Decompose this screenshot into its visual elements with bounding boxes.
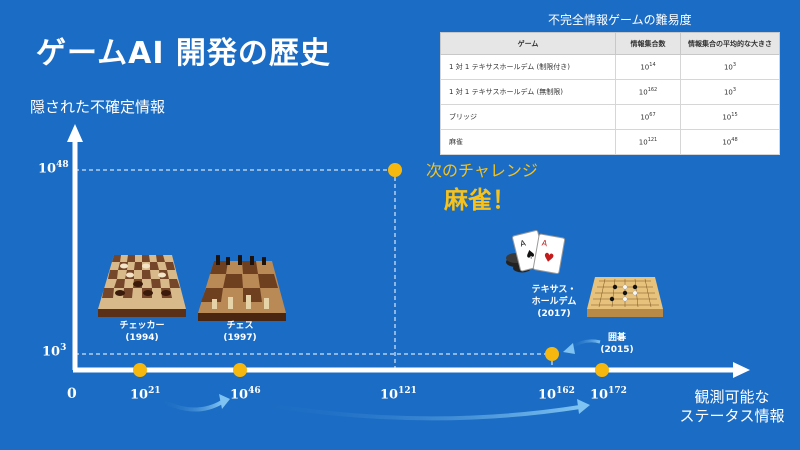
- table-row: 1 対 1 テキサスホールデム (制限付き) 1014 103: [440, 54, 780, 80]
- table-cell-avg-size: 103: [680, 79, 780, 105]
- svg-text:A: A: [519, 238, 527, 248]
- table-cell-game: 1 対 1 テキサスホールデム (制限付き): [440, 54, 616, 80]
- table-row: ブリッジ 1067 1015: [440, 104, 780, 130]
- chess-board-image: [198, 255, 286, 321]
- x-tick-label: 10172: [590, 386, 627, 403]
- marker-mahjong: [388, 163, 402, 177]
- marker-x46: [233, 363, 247, 377]
- table-cell-info-sets: 1067: [615, 104, 681, 130]
- y-axis-arrowhead: [67, 124, 83, 142]
- progress-arrow-1-head: [219, 394, 230, 409]
- table-header-avg-size: 情報集合の平均的な大きさ: [680, 32, 780, 55]
- marker-x172: [595, 363, 609, 377]
- table-cell-avg-size: 1048: [680, 129, 780, 155]
- y-tick-label: 103: [42, 343, 67, 360]
- x-axis-label: 観測可能な ステータス情報: [672, 388, 792, 426]
- go-board-image: [587, 277, 663, 317]
- table-row: 1 対 1 テキサスホールデム (無制限) 10162 103: [440, 79, 780, 105]
- table-header-row: ゲーム 情報集合数 情報集合の平均的な大きさ: [440, 32, 780, 55]
- x-tick-label: 10121: [380, 386, 417, 403]
- challenge-mahjong: 麻雀！: [444, 186, 516, 214]
- game-label-chess: チェス(1997): [223, 321, 257, 343]
- table-cell-info-sets: 1014: [615, 54, 681, 80]
- difficulty-table: ゲーム 情報集合数 情報集合の平均的な大きさ 1 対 1 テキサスホールデム (…: [440, 32, 780, 155]
- checkers-board-image: [98, 255, 186, 317]
- table-cell-avg-size: 1015: [680, 104, 780, 130]
- marker-x21: [133, 363, 147, 377]
- table-cell-game: ブリッジ: [440, 104, 616, 130]
- table-row: 麻雀 10121 1048: [440, 129, 780, 155]
- x-tick-label: 1046: [230, 386, 261, 403]
- x-axis-label-line-1: 観測可能な: [694, 388, 770, 406]
- table-title: 不完全情報ゲームの難易度: [548, 13, 692, 27]
- table-cell-info-sets: 10162: [615, 79, 681, 105]
- game-label-go: 囲碁(2015): [600, 333, 634, 355]
- progress-arrow-2-head: [577, 399, 590, 414]
- origin-label: 0: [67, 386, 77, 402]
- marker-holdem: [545, 347, 559, 361]
- table-cell-game: 麻雀: [440, 129, 616, 155]
- game-label-checkers: チェッカー(1994): [119, 321, 165, 343]
- progress-arrow-3: [569, 339, 601, 350]
- y-tick-label: 1048: [38, 160, 69, 177]
- progress-arrow-1: [159, 398, 224, 412]
- svg-text:A: A: [541, 238, 548, 248]
- x-tick-label: 10162: [538, 386, 575, 403]
- challenge-heading: 次のチャレンジ: [426, 161, 538, 180]
- y-axis-label: 隠された不確定情報: [30, 98, 166, 116]
- table-cell-game: 1 対 1 テキサスホールデム (無制限): [440, 79, 616, 105]
- table-header-info-sets: 情報集合数: [615, 32, 681, 55]
- table-header-game: ゲーム: [440, 32, 616, 55]
- x-tick-label: 1021: [130, 386, 161, 403]
- page-title: ゲームAI 開発の歴史: [36, 36, 331, 71]
- poker-cards-image: A ♠ A ♥: [506, 230, 566, 274]
- game-label-holdem: テキサス・ホールデム(2017): [531, 285, 577, 319]
- table-cell-info-sets: 10121: [615, 129, 681, 155]
- x-axis-label-line-2: ステータス情報: [679, 407, 785, 425]
- svg-text:♠: ♠: [524, 246, 538, 262]
- table-cell-avg-size: 103: [680, 54, 780, 80]
- x-axis-arrowhead: [733, 362, 750, 378]
- svg-text:♥: ♥: [542, 250, 555, 266]
- progress-arrow-3-head: [563, 343, 575, 354]
- progress-arrow-2: [249, 400, 581, 421]
